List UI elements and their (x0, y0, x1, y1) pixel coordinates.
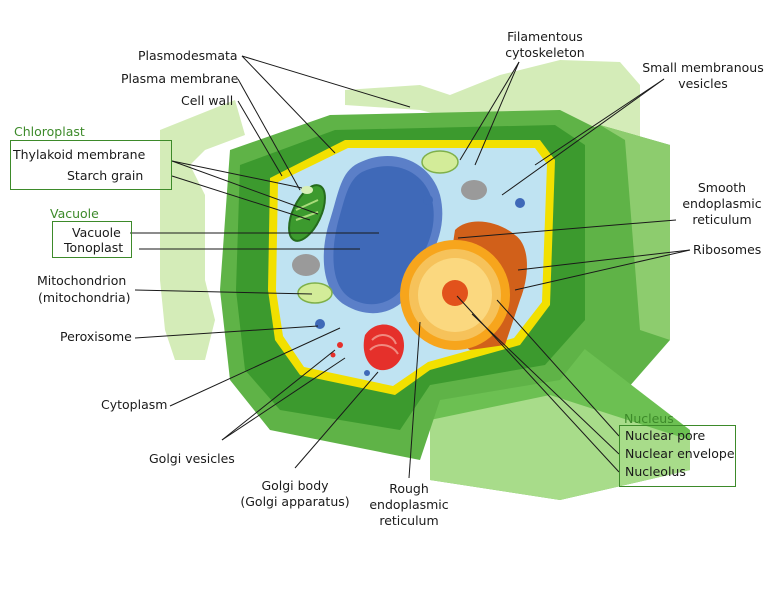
vacuole-group-box (52, 221, 132, 258)
label-cytoplasm: Cytoplasm (101, 397, 168, 412)
label-nuclear-envelope: Nuclear envelope (625, 446, 735, 461)
label-smooth-er-3: reticulum (692, 212, 752, 227)
label-rough-er-1: Rough (389, 481, 429, 496)
label-vesicles: vesicles (678, 76, 728, 91)
label-small-membranous: Small membranous (642, 60, 764, 75)
misc-organelles (292, 180, 525, 376)
label-cytoskeleton: cytoskeleton (505, 45, 585, 60)
chloroplast-group-box (10, 140, 172, 190)
label-nucleolus: Nucleolus (625, 464, 686, 479)
label-filamentous: Filamentous (507, 29, 583, 44)
label-mitochondria: (mitochondria) (38, 290, 131, 305)
group-title-chloroplast: Chloroplast (14, 124, 85, 139)
label-golgi-apparatus: (Golgi apparatus) (240, 494, 350, 509)
label-ribosomes: Ribosomes (693, 242, 762, 257)
leader-lines (130, 55, 691, 479)
label-peroxisome: Peroxisome (60, 329, 132, 344)
label-vacuole: Vacuole (72, 225, 121, 240)
label-starch-grain: Starch grain (67, 168, 144, 183)
label-rough-er-2: endoplasmic (369, 497, 449, 512)
label-plasma-membrane: Plasma membrane (121, 71, 239, 86)
group-title-nucleus: Nucleus (624, 411, 674, 426)
group-title-vacuole: Vacuole (50, 206, 99, 221)
label-cell-wall: Cell wall (181, 93, 234, 108)
nucleus-shape (400, 221, 527, 350)
label-rough-er-3: reticulum (379, 513, 439, 528)
label-golgi-body: Golgi body (261, 478, 329, 493)
label-thylakoid-membrane: Thylakoid membrane (13, 147, 146, 162)
label-mitochondrion: Mitochondrion (37, 273, 127, 288)
golgi-shape (363, 324, 405, 371)
label-smooth-er-1: Smooth (697, 180, 747, 195)
label-plasmodesmata: Plasmodesmata (138, 48, 238, 63)
nucleus-group-box (619, 425, 736, 487)
chloroplast-shape (288, 150, 459, 304)
label-smooth-er-2: endoplasmic (682, 196, 762, 211)
label-tonoplast: Tonoplast (64, 240, 124, 255)
label-nuclear-pore: Nuclear pore (625, 428, 706, 443)
label-golgi-vesicles: Golgi vesicles (149, 451, 235, 466)
